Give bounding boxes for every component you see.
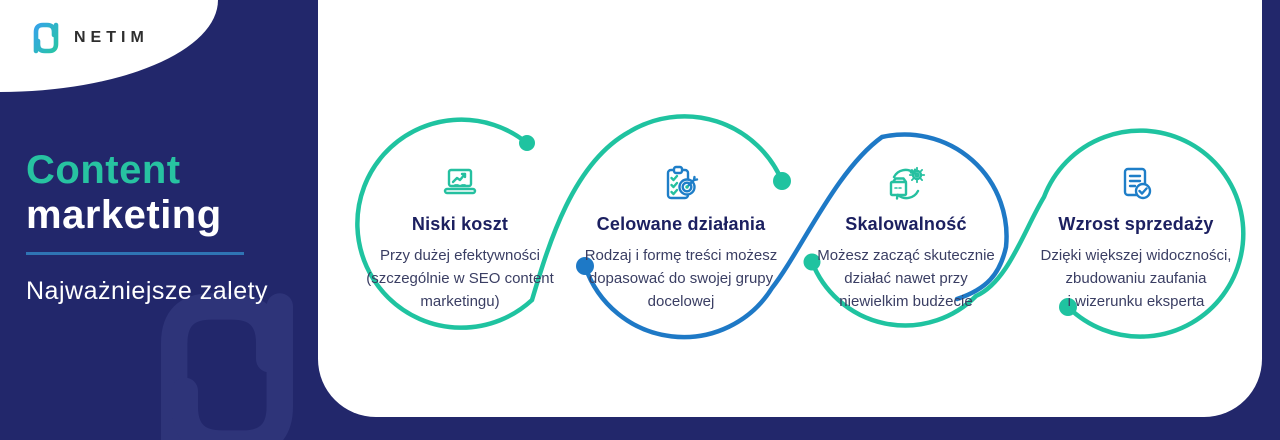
item-desc-line: Rodzaj i formę treści możesz bbox=[584, 247, 778, 264]
item-title: Celowane działania bbox=[596, 214, 766, 234]
item-desc-line: zbudowaniu zaufania bbox=[1065, 270, 1207, 287]
advantage-item: Wzrost sprzedaży Dzięki większej widoczn… bbox=[1016, 160, 1256, 313]
sidebar: Content marketing Najważniejsze zalety bbox=[26, 148, 268, 306]
item-desc-line: działać nawet przy bbox=[844, 270, 968, 287]
item-desc-line: i wizerunku eksperta bbox=[1067, 293, 1205, 310]
clipboard-target-icon bbox=[561, 160, 801, 210]
item-desc-line: Możesz zacząć skutecznie bbox=[817, 247, 995, 264]
item-desc-line: Dzięki większej widoczności, bbox=[1040, 247, 1232, 264]
item-title: Skalowalność bbox=[845, 214, 967, 234]
item-desc-line: (szczególnie w SEO content bbox=[366, 270, 554, 287]
package-gear-icon bbox=[786, 160, 1026, 210]
item-desc-line: docelowej bbox=[647, 293, 715, 310]
netim-logo-icon bbox=[33, 22, 59, 54]
logo-badge: NETIM bbox=[0, 0, 218, 92]
netim-watermark-icon bbox=[161, 293, 293, 440]
advantage-item: Celowane działania Rodzaj i formę treści… bbox=[561, 160, 801, 313]
brand-name: NETIM bbox=[74, 29, 149, 46]
item-desc-line: marketingu) bbox=[420, 293, 500, 310]
divider-line bbox=[26, 252, 244, 255]
laptop-chart-icon bbox=[340, 160, 580, 210]
page-subtitle: Najważniejsze zalety bbox=[26, 277, 269, 305]
item-desc-line: niewielkim budżecie bbox=[839, 293, 973, 310]
page-title-line1: Content bbox=[26, 148, 181, 192]
document-check-icon bbox=[1016, 160, 1256, 210]
page-title-line2: marketing bbox=[26, 193, 222, 237]
advantage-item: Niski koszt Przy dużej efektywności (szc… bbox=[340, 160, 580, 313]
item-title: Wzrost sprzedaży bbox=[1058, 214, 1214, 234]
item-desc-line: dopasować do swojej grupy bbox=[588, 270, 774, 287]
item-desc-line: Przy dużej efektywności bbox=[379, 247, 541, 264]
item-title: Niski koszt bbox=[411, 214, 509, 234]
page-title: Content marketing bbox=[26, 148, 268, 238]
advantage-item: Skalowalność Możesz zacząć skutecznie dz… bbox=[786, 160, 1026, 313]
